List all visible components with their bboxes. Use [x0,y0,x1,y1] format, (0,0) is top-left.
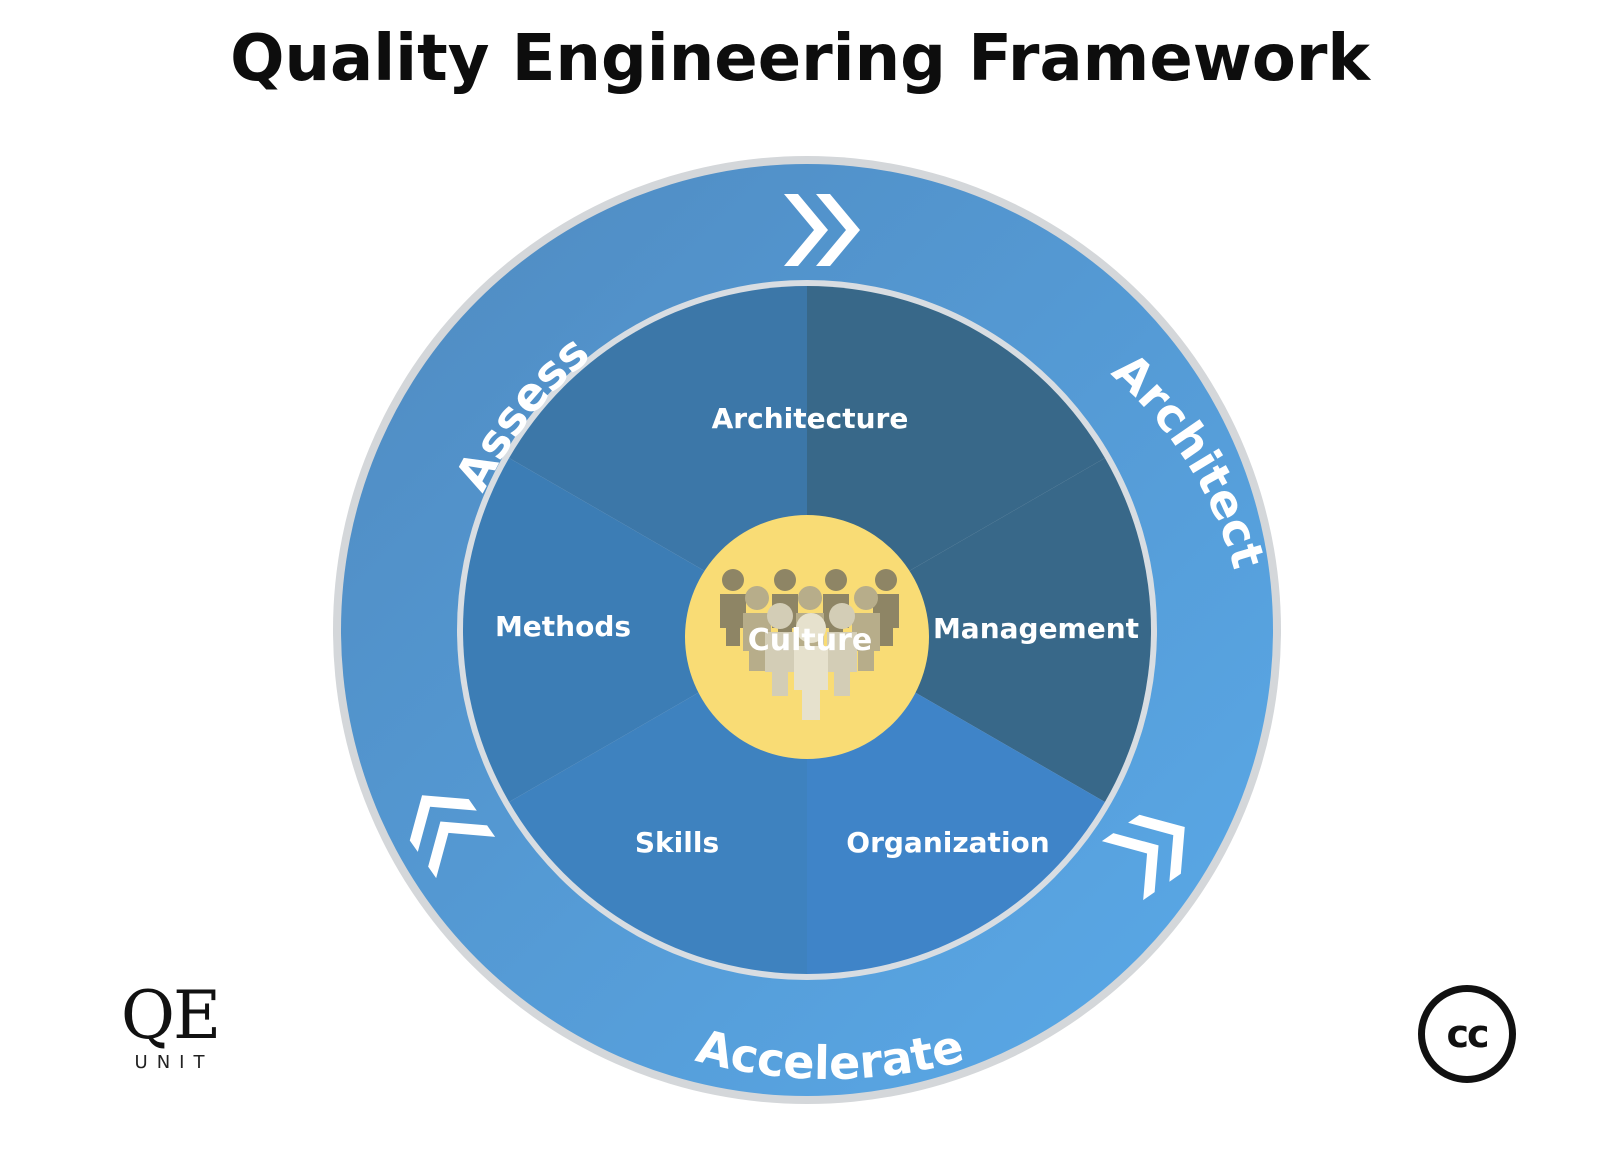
logo-sub-text: UNIT [134,1052,214,1073]
page-title: Quality Engineering Framework [230,22,1370,96]
chevron-double-up-icon [409,795,496,879]
chevron-double-right-icon [784,194,860,266]
chevron-double-down-icon [1101,814,1185,901]
segment-label-architecture: Architecture [712,402,909,435]
cc-badge-text: cc [1446,1012,1489,1056]
logo-main-text: QE [120,977,221,1054]
segment-label-management: Management [933,612,1139,645]
creative-commons-icon: cc [1418,985,1516,1083]
people-group-icon [720,569,899,720]
segment-methods [463,458,807,802]
qe-unit-logo: QE UNIT [110,977,230,1074]
segment-label-skills: Skills [635,826,719,859]
segment-label-methods: Methods [495,610,631,643]
segment-management-lower [807,458,1151,802]
culture-label: Culture [748,623,873,658]
segment-label-organization: Organization [846,826,1049,859]
